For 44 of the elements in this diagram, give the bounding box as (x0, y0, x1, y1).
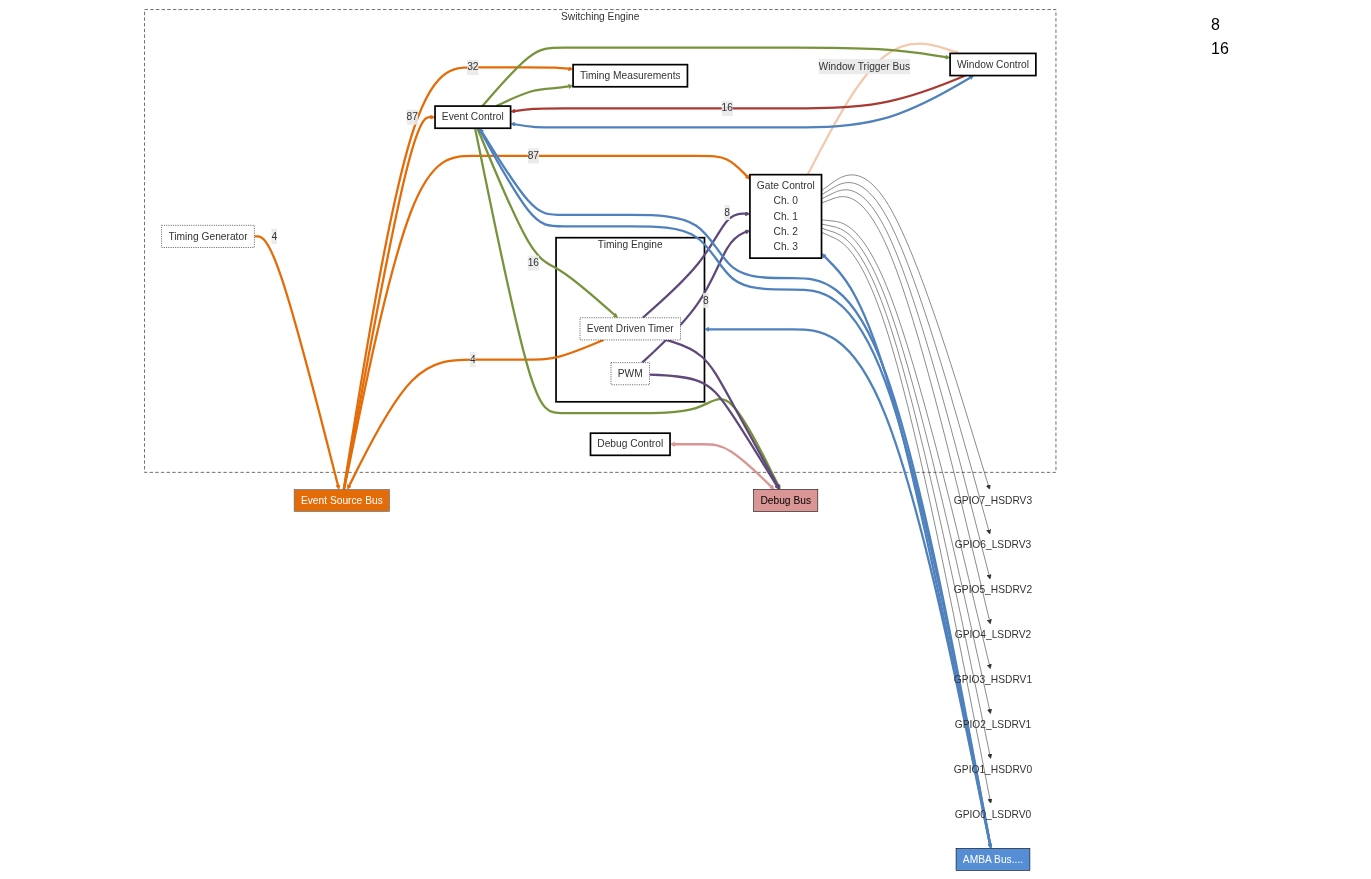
arrow (642, 210, 751, 319)
bus-width-label: 16 (1211, 40, 1230, 58)
arrow (510, 74, 975, 128)
arrow (343, 154, 751, 490)
node-box: AMBA Bus.... (956, 847, 1031, 871)
node-box: Timing Generator (161, 224, 255, 248)
arrow (641, 229, 751, 363)
edge-label: 16 (721, 101, 734, 114)
node-box: PWM (610, 361, 651, 385)
arrow (474, 127, 781, 490)
edge-label: 8 (703, 294, 709, 306)
node-text: GPIO4_LSDRV2 (954, 628, 1032, 640)
arrow (510, 74, 967, 113)
arrow (342, 65, 574, 490)
edge-label: 32 (467, 60, 479, 73)
node-text: GPIO6_LSDRV3 (954, 538, 1032, 551)
node-box: Debug Bus (753, 488, 819, 512)
node-box: Timing Measurements (572, 63, 689, 88)
node-text: GPIO5_HSDRV2 (954, 583, 1033, 596)
edge-label: 4 (271, 229, 278, 242)
arrow (670, 441, 775, 490)
arrow (649, 372, 780, 490)
node-box: Debug Control (589, 431, 672, 456)
bus-width-label: 8 (1211, 16, 1221, 34)
edge-label: 4 (470, 353, 476, 365)
arrow (254, 234, 341, 490)
node-box: Event Source Bus (294, 488, 391, 512)
edge-label: 87 (527, 149, 540, 161)
node-text: GPIO7_HSDRV3 (954, 494, 1033, 506)
node-box: Gate Control Ch. 0 Ch. 1 Ch. 2 Ch. 3 (749, 173, 823, 259)
edge-label: 87 (406, 110, 419, 123)
edge-label: 16 (527, 256, 540, 268)
arrow (481, 45, 951, 107)
arrow (347, 338, 605, 490)
arrow (704, 326, 993, 849)
arrow (806, 42, 960, 175)
arrow (666, 338, 781, 490)
edge-label: 8 (724, 206, 731, 218)
node-box: Event Control (434, 104, 512, 129)
node-box: Event Driven Timer (579, 316, 682, 340)
arrow (496, 83, 574, 107)
edge-label: Window Trigger Bus (818, 60, 911, 72)
node-box: Window Control (949, 52, 1037, 76)
arrow (476, 127, 619, 318)
